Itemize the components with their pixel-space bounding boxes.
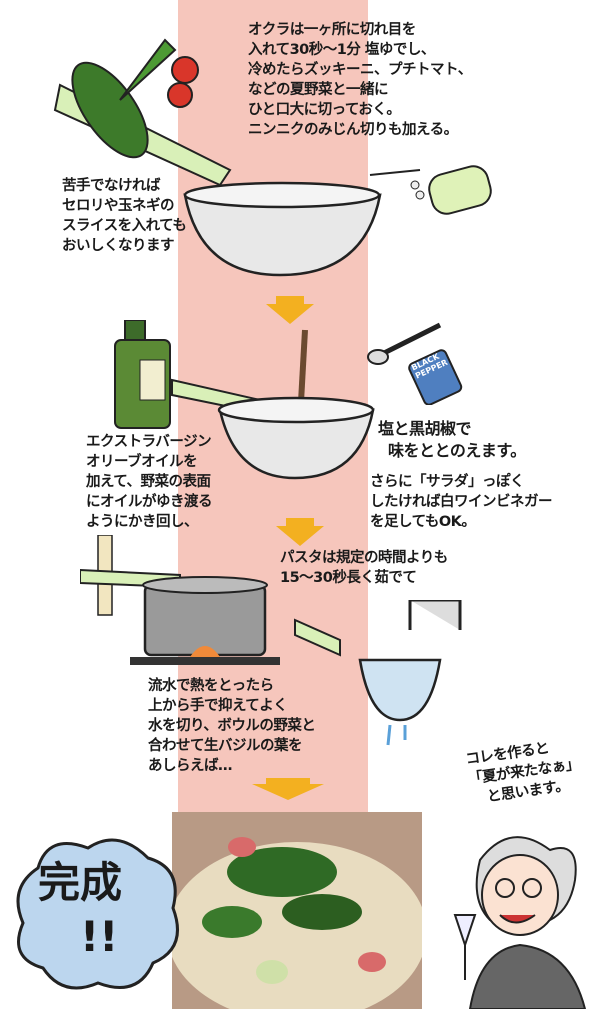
step1-line: 冷めたらズッキーニ、プチトマト、: [248, 62, 472, 78]
pasta-pot-illustration: [80, 535, 280, 665]
tip1-text: 苦手でなければセロリや玉ネギのスライスを入れてもおいしくなります: [62, 176, 187, 256]
tip2-line: したければ白ワインビネガー: [370, 494, 553, 510]
step2-line: にオイルがゆき渡る: [86, 494, 213, 510]
tip2-line: さらに「サラダ」っぽく: [370, 474, 525, 490]
step-arrow-head: [266, 304, 314, 324]
author-comment: コレを作ると「夏が来たなぁ」と思います。: [464, 734, 583, 809]
step-arrow: [276, 296, 304, 304]
bowl-with-spoon-illustration: [217, 329, 375, 480]
green-onion-illustration: [369, 165, 492, 215]
step3-line: 味をととのえます。: [388, 441, 526, 460]
step2-line: エクストラバージン: [86, 434, 212, 450]
tip1-line: おいしくなります: [62, 238, 175, 254]
step2-line: オリーブオイルを: [86, 454, 198, 470]
author-illustration: [453, 836, 587, 1009]
completion-exclamation: !!: [80, 912, 119, 961]
step5-line: 上から手で抑えてよく: [148, 698, 288, 714]
step5-line: 合わせて生バジルの葉を: [148, 738, 303, 754]
step-arrow: [286, 518, 314, 526]
tip2-text: さらに「サラダ」っぽくしたければ白ワインビネガーを足してもOK。: [370, 472, 553, 532]
step1-line: ひと口大に切っておく。: [248, 102, 401, 118]
step4-line: 15〜30秒長く茹でて: [280, 570, 417, 586]
step2-text: エクストラバージンオリーブオイルを加えて、野菜の表面にオイルがゆき渡るようにかき…: [86, 432, 213, 532]
step2-line: ようにかき回し、: [86, 514, 199, 530]
vegetables-illustration: [53, 38, 232, 187]
bowl-illustration: [183, 181, 382, 277]
step3-line: 塩と黒胡椒で: [378, 419, 472, 438]
step5-line: 水を切り、ボウルの野菜と: [148, 718, 316, 734]
step1-text: オクラは一ヶ所に切れ目を入れて30秒〜1分 塩ゆでし、冷めたらズッキーニ、プチト…: [248, 20, 472, 140]
step-arrow-head: [252, 784, 324, 800]
step3-text: 塩と黒胡椒で味をととのえます。: [378, 418, 526, 462]
colander-faucet-illustration: [294, 600, 462, 746]
step-arrow-head: [276, 526, 324, 546]
step5-line: あしらえば…: [148, 758, 233, 774]
tip1-line: スライスを入れても: [62, 218, 187, 234]
finished-pasta-photo: [172, 812, 422, 1009]
step5-text: 流水で熱をとったら上から手で抑えてよく水を切り、ボウルの野菜と合わせて生バジルの…: [148, 676, 316, 776]
step4-line: パスタは規定の時間よりも: [280, 550, 448, 566]
step-arrow: [266, 778, 310, 784]
completion-cloud: [16, 838, 179, 990]
step1-line: オクラは一ヶ所に切れ目を: [248, 22, 416, 38]
step1-line: などの夏野菜と一緒に: [248, 82, 388, 98]
spoon-and-pepper-illustration: [367, 322, 463, 405]
step2-line: 加えて、野菜の表面: [86, 474, 211, 490]
step5-line: 流水で熱をとったら: [148, 678, 274, 694]
tip2-line: を足してもOK。: [370, 514, 476, 530]
tip1-line: セロリや玉ネギの: [62, 198, 175, 214]
completion-title: 完成: [38, 858, 123, 907]
step1-line: 入れて30秒〜1分 塩ゆでし、: [248, 42, 435, 58]
tip1-line: 苦手でなければ: [62, 178, 161, 194]
step1-line: ニンニクのみじん切りも加える。: [248, 122, 458, 138]
step4-text: パスタは規定の時間よりも 15〜30秒長く茹でて: [280, 548, 448, 588]
